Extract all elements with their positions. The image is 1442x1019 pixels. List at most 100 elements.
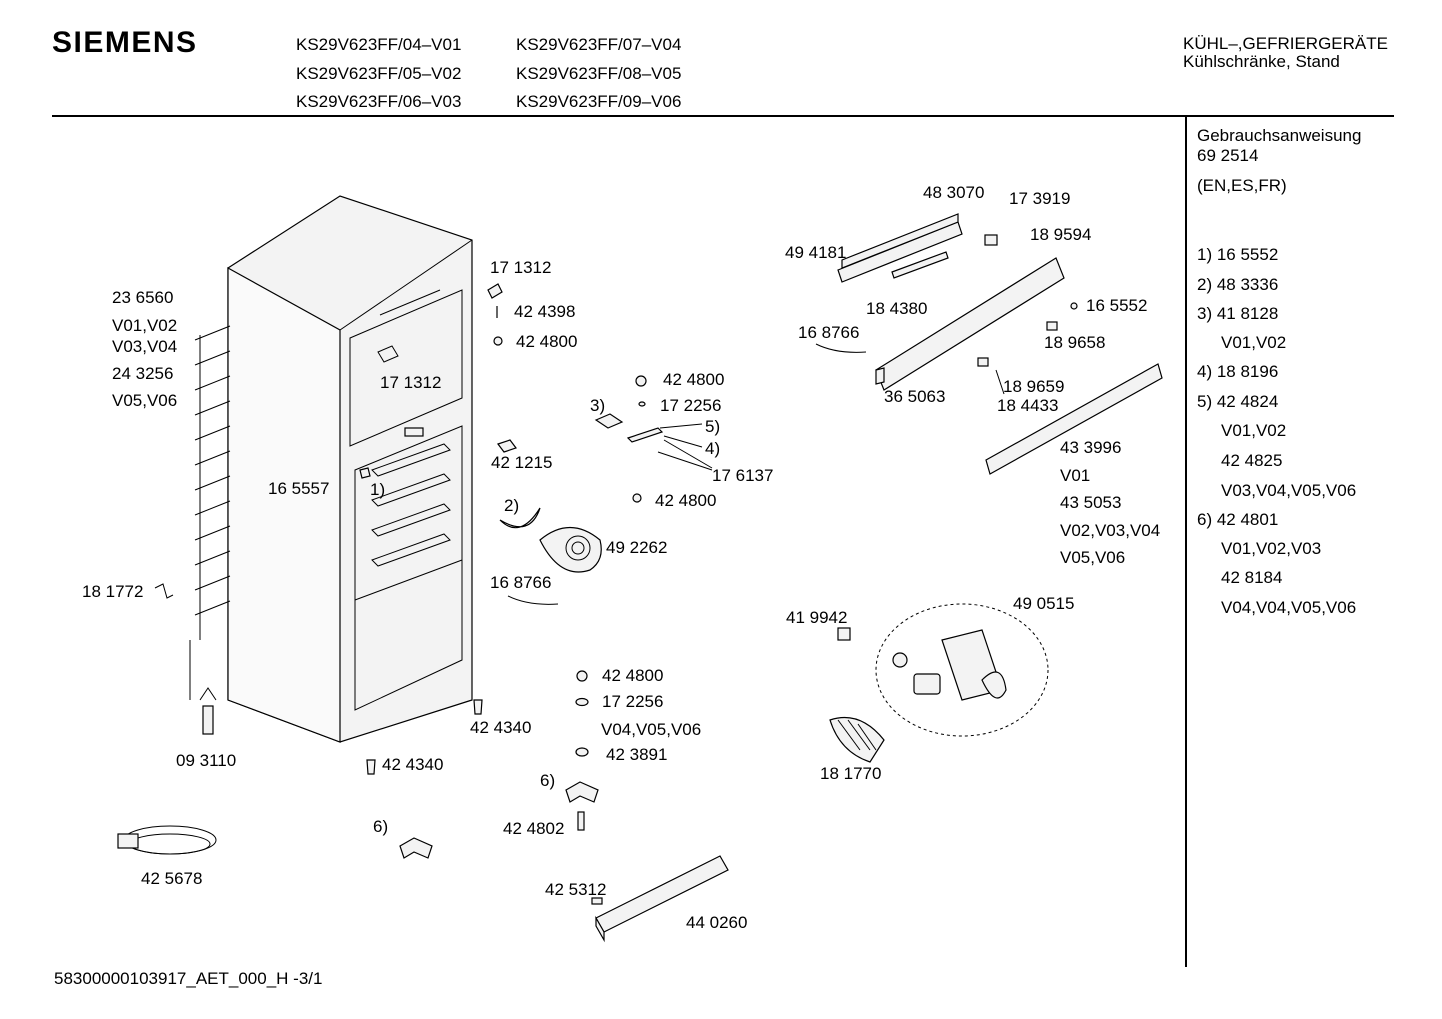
manual-title: Gebrauchsanweisung xyxy=(1197,126,1362,145)
note-variant: V04,V04,V05,V06 xyxy=(1221,598,1357,617)
category-line: KÜHL–,GEFRIERGERÄTE xyxy=(1183,34,1388,53)
note-variant: 42 8184 xyxy=(1221,568,1283,587)
part-number: 18 9594 xyxy=(1030,225,1092,244)
part-number: 42 5678 xyxy=(141,869,203,888)
part-number: 43 3996 xyxy=(1060,438,1122,457)
part-number: 42 4800 xyxy=(602,666,664,685)
part-number: 24 3256 xyxy=(112,364,174,383)
part-number: 42 4800 xyxy=(663,370,725,389)
brand-logo: SIEMENS xyxy=(52,26,198,59)
part-number: 49 0515 xyxy=(1013,594,1075,613)
note-variant: 42 4825 xyxy=(1221,451,1283,470)
note-marker: 5) xyxy=(705,417,721,436)
document-id: 58300000103917_AET_000_H -3/1 xyxy=(54,969,323,988)
part-number: 17 1312 xyxy=(490,258,552,277)
part-number: 17 2256 xyxy=(660,396,722,415)
part-number: 41 9942 xyxy=(786,608,848,627)
part-number: 42 4340 xyxy=(470,718,532,737)
sensor-wire xyxy=(507,595,559,605)
part-number: 09 3110 xyxy=(176,751,237,770)
fan-shroud xyxy=(539,527,602,573)
model-number: KS29V623FF/05–V02 xyxy=(296,63,462,83)
part-number: 17 1312 xyxy=(380,373,442,392)
part-number: 42 4802 xyxy=(503,819,565,838)
part-number: 18 1770 xyxy=(820,764,882,783)
part-number: 42 5312 xyxy=(545,880,607,899)
control-panel xyxy=(815,213,1163,475)
manual-number: 69 2514 xyxy=(1197,146,1259,165)
model-number: KS29V623FF/08–V05 xyxy=(516,63,682,83)
variant-label: V04,V05,V06 xyxy=(601,720,702,739)
light-assembly xyxy=(829,603,1049,763)
note-marker: 6) xyxy=(373,817,389,836)
part-number: 18 9658 xyxy=(1044,333,1106,352)
part-number: 42 3891 xyxy=(606,745,668,764)
note-variant: V01,V02,V03 xyxy=(1221,539,1322,558)
part-number: 42 4800 xyxy=(655,491,717,510)
variant-label: V05,V06 xyxy=(112,391,178,410)
note-item: 2) 48 3336 xyxy=(1197,275,1279,294)
part-number: 18 1772 xyxy=(82,582,144,601)
fridge-cabinet xyxy=(227,195,473,743)
note-marker: 2) xyxy=(504,496,520,515)
note-item: 3) 41 8128 xyxy=(1197,304,1279,323)
part-number: 49 4181 xyxy=(785,243,847,262)
part-number: 17 6137 xyxy=(712,466,774,485)
part-number: 16 8766 xyxy=(798,323,860,342)
note-marker: 6) xyxy=(540,771,556,790)
note-item: 1) 16 5552 xyxy=(1197,245,1279,264)
note-variant: V03,V04,V05,V06 xyxy=(1221,481,1357,500)
mount-bracket xyxy=(565,781,599,803)
model-number: KS29V623FF/09–V06 xyxy=(516,92,682,111)
variant-label: V01,V02 xyxy=(112,316,178,335)
part-number: 17 3919 xyxy=(1009,189,1071,208)
note-variant: V01,V02 xyxy=(1221,421,1287,440)
variant-label: V01 xyxy=(1060,466,1091,485)
model-list-left: KS29V623FF/04–V01 KS29V623FF/05–V02 KS29… xyxy=(296,31,461,117)
note-variant: V01,V02 xyxy=(1221,333,1287,352)
clip xyxy=(497,439,517,453)
note-marker: 4) xyxy=(705,439,721,458)
bracket-part xyxy=(626,427,664,443)
part-number: 16 5552 xyxy=(1086,296,1148,315)
condenser-coil xyxy=(189,320,231,700)
part-number: 42 4398 xyxy=(514,302,576,321)
hinge-plate xyxy=(594,413,624,429)
capillary-tube xyxy=(199,687,217,735)
part-number: 48 3070 xyxy=(923,183,985,202)
part-number: 18 4433 xyxy=(997,396,1059,415)
part-number: 42 1215 xyxy=(491,453,553,472)
kick-plate xyxy=(591,855,729,943)
fan-blade xyxy=(499,507,541,529)
power-cord xyxy=(117,825,217,855)
note-item: 4) 18 8196 xyxy=(1197,362,1279,381)
product-category: KÜHL–,GEFRIERGERÄTE Kühlschränke, Stand xyxy=(1183,35,1388,71)
model-number: KS29V623FF/07–V04 xyxy=(516,35,682,54)
part-number: 42 4800 xyxy=(516,332,578,351)
variant-label: V05,V06 xyxy=(1060,548,1126,567)
model-number: KS29V623FF/06–V03 xyxy=(296,92,462,111)
part-number: 18 4380 xyxy=(866,299,928,318)
note-marker: 1) xyxy=(370,480,386,499)
model-list-right: KS29V623FF/07–V04 KS29V623FF/08–V05 KS29… xyxy=(516,31,681,117)
note-item: 6) 42 4801 xyxy=(1197,510,1279,529)
note-marker: 3) xyxy=(590,396,606,415)
part-number: 23 6560 xyxy=(112,288,174,307)
part-number: 49 2262 xyxy=(606,538,668,557)
part-number: 43 5053 xyxy=(1060,493,1122,512)
category-line: Kühlschränke, Stand xyxy=(1183,52,1340,71)
part-number: 18 9659 xyxy=(1003,377,1065,396)
bracket-icon xyxy=(154,583,174,599)
model-number: KS29V623FF/04–V01 xyxy=(296,35,462,54)
part-number: 16 5557 xyxy=(268,479,330,498)
part-number: 36 5063 xyxy=(884,387,946,406)
variant-label: V03,V04 xyxy=(112,337,178,356)
part-number: 42 4340 xyxy=(382,755,444,774)
part-number: 44 0260 xyxy=(686,913,748,932)
variant-label: V02,V03,V04 xyxy=(1060,521,1161,540)
mount-bracket xyxy=(399,837,433,859)
part-number: 17 2256 xyxy=(602,692,664,711)
manual-languages: (EN,ES,FR) xyxy=(1197,176,1287,195)
part-number: 16 8766 xyxy=(490,573,552,592)
